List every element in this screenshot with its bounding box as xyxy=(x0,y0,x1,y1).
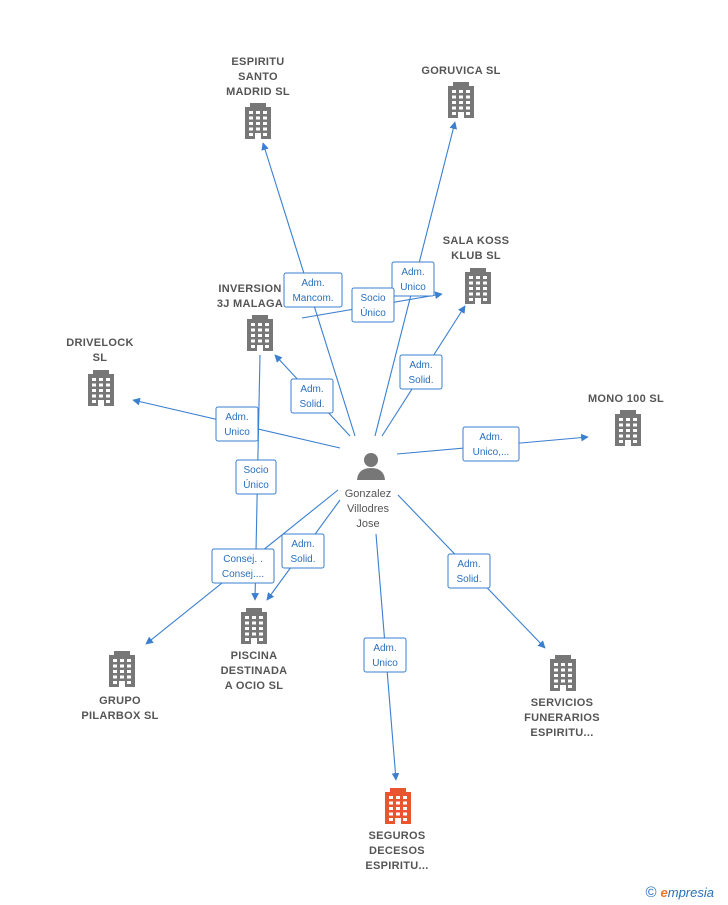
company-label-line: ESPIRITU... xyxy=(530,727,593,739)
relation-label-line: Consej. . xyxy=(223,554,262,565)
nodes-layer: ESPIRITU SANTO MADRID SL GORUVICA SL SALA KO… xyxy=(66,56,664,872)
relation-label-piscina[interactable]: Adm. Solid. xyxy=(281,533,325,569)
building-icon[interactable] xyxy=(241,608,267,644)
company-node-sala-koss[interactable]: SALA KOSS KLUB SL xyxy=(443,235,509,304)
relation-label-mono-100[interactable]: Adm. Unico,... xyxy=(462,426,520,462)
building-icon[interactable] xyxy=(465,268,491,304)
company-label-line: PISCINA xyxy=(231,650,278,662)
brand-logo-e: e xyxy=(660,885,668,900)
relation-label-seguros-decesos[interactable]: Adm. Unico xyxy=(363,637,407,673)
relation-label-grupo-pilarbox[interactable]: Consej. . Consej.... xyxy=(211,548,275,584)
person-name-line: Villodres xyxy=(347,503,389,515)
building-icon[interactable] xyxy=(109,651,135,687)
relation-label-goruvica[interactable]: Adm. Unico xyxy=(391,261,435,297)
relation-label-line: Unico,... xyxy=(473,447,510,458)
company-label-line: PILARBOX SL xyxy=(81,710,158,722)
building-icon[interactable] xyxy=(615,410,641,446)
relation-label-line: Solid. xyxy=(299,399,324,410)
company-label-line: SANTO xyxy=(238,71,278,83)
company-label-line: ESPIRITU xyxy=(231,56,284,68)
company-node-inversion-3j[interactable]: INVERSION 3J MALAGA xyxy=(217,283,283,351)
company-label-line: GORUVICA SL xyxy=(421,65,500,77)
company-node-espiritu-santo-madrid[interactable]: ESPIRITU SANTO MADRID SL xyxy=(226,56,290,139)
relation-label-servicios-funerarios[interactable]: Adm. Solid. xyxy=(447,553,491,589)
company-node-drivelock[interactable]: DRIVELOCK SL xyxy=(66,337,133,406)
relation-label-line: Solid. xyxy=(456,574,481,585)
relation-label-drivelock[interactable]: Adm. Unico xyxy=(215,406,259,442)
relation-label-line: Adm. xyxy=(373,643,396,654)
building-icon[interactable] xyxy=(385,788,411,824)
copyright-icon: © xyxy=(645,884,657,901)
edges-layer xyxy=(132,121,589,781)
company-label-line: MONO 100 SL xyxy=(588,393,664,405)
relation-label-line: Consej.... xyxy=(222,569,264,580)
relation-label-line: Socio xyxy=(243,465,268,476)
company-node-mono-100[interactable]: MONO 100 SL xyxy=(588,393,664,446)
building-icon[interactable] xyxy=(448,82,474,118)
company-node-goruvica[interactable]: GORUVICA SL xyxy=(421,65,500,118)
company-node-grupo-pilarbox[interactable]: GRUPO PILARBOX SL xyxy=(81,651,158,722)
footer-brand[interactable]: ©empresia xyxy=(645,884,714,901)
company-label-line: GRUPO xyxy=(99,695,141,707)
company-node-seguros-decesos[interactable]: SEGUROS DECESOS ESPIRITU... xyxy=(365,788,428,872)
relation-labels-layer: Adm.Mancom.Adm.UnicoSocioÚnicoAdm.Solid.… xyxy=(211,261,520,673)
relation-label-line: Adm. xyxy=(301,278,324,289)
person-name-line: Gonzalez xyxy=(345,488,391,500)
relation-label-line: Adm. xyxy=(225,412,248,423)
relation-label-line: Adm. xyxy=(457,559,480,570)
company-label-line: DRIVELOCK xyxy=(66,337,133,349)
company-label-line: INVERSION xyxy=(218,283,281,295)
company-label-line: SEGUROS xyxy=(368,830,425,842)
relation-label-line: Adm. xyxy=(401,267,424,278)
company-label-line: SALA KOSS xyxy=(443,235,509,247)
relation-label-line: Unico xyxy=(372,658,398,669)
relation-label-line: Único xyxy=(243,478,269,491)
company-label-line: 3J MALAGA xyxy=(217,298,283,310)
company-label-line: ESPIRITU... xyxy=(365,860,428,872)
relation-label-inversion-3j[interactable]: Adm. Solid. xyxy=(290,378,334,414)
relation-label-line: Adm. xyxy=(409,360,432,371)
company-label-line: DESTINADA xyxy=(221,665,288,677)
relation-label-espiritu-santo-madrid[interactable]: Adm. Mancom. xyxy=(283,272,343,308)
person-icon xyxy=(357,453,385,480)
company-label-line: FUNERARIOS xyxy=(524,712,600,724)
relation-label-line: Unico xyxy=(400,282,426,293)
person-name-line: Jose xyxy=(356,518,379,530)
relation-label-line: Solid. xyxy=(290,554,315,565)
company-label-line: MADRID SL xyxy=(226,86,290,98)
company-label-line: KLUB SL xyxy=(451,250,501,262)
building-icon[interactable] xyxy=(245,103,271,139)
relation-label-line: Unico xyxy=(224,427,250,438)
building-icon[interactable] xyxy=(247,315,273,351)
company-node-piscina[interactable]: PISCINA DESTINADA A OCIO SL xyxy=(221,608,288,692)
relation-label-line: Mancom. xyxy=(292,293,333,304)
relation-label-line: Adm. xyxy=(291,539,314,550)
relation-label-line: Adm. xyxy=(300,384,323,395)
company-label-line: DECESOS xyxy=(369,845,425,857)
relation-label-line: Solid. xyxy=(408,375,433,386)
building-icon[interactable] xyxy=(88,370,114,406)
building-icon[interactable] xyxy=(550,655,576,691)
relation-label-line: Único xyxy=(360,306,386,319)
company-label-line: SL xyxy=(93,352,108,364)
company-node-servicios-funerarios[interactable]: SERVICIOS FUNERARIOS ESPIRITU... xyxy=(524,655,600,739)
brand-name: mpresia xyxy=(667,885,714,900)
company-label-line: SERVICIOS xyxy=(531,697,593,709)
relation-label-sala-koss[interactable]: Adm. Solid. xyxy=(399,354,443,390)
relation-label-line: Adm. xyxy=(479,432,502,443)
company-label-line: A OCIO SL xyxy=(225,680,284,692)
relation-label-line: Socio xyxy=(360,293,385,304)
